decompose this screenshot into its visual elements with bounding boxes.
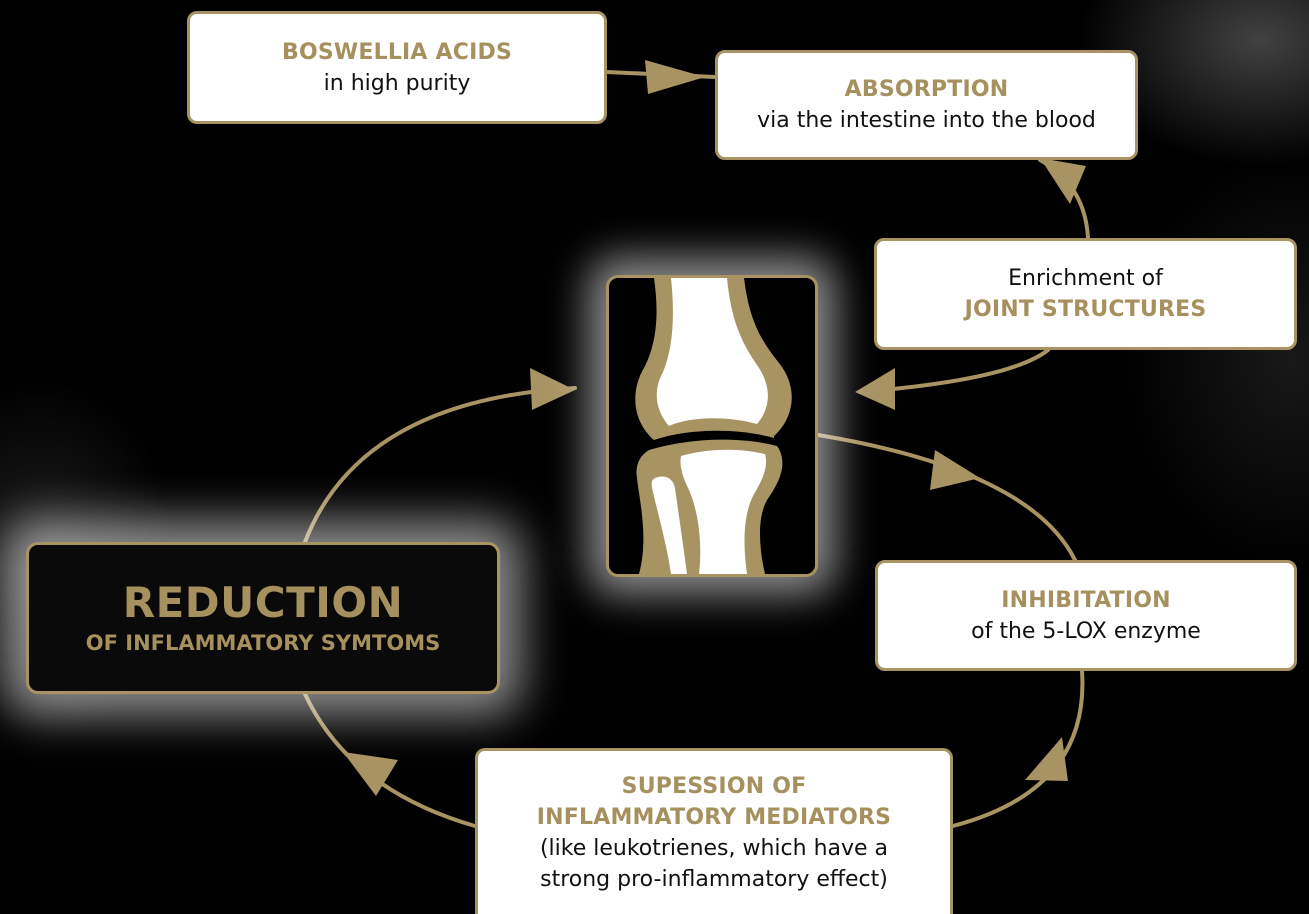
arrowhead-5 (1025, 737, 1068, 781)
connector-knee-inhibition (818, 435, 1075, 560)
reduction-subtitle: OF INFLAMMATORY SYMTOMS (86, 628, 440, 658)
step-subtitle: via the intestine into the blood (757, 105, 1096, 136)
arrowhead-3 (855, 368, 895, 410)
step-subtitle: Enrichment of (1008, 263, 1163, 294)
arrowhead-7 (530, 368, 575, 410)
step-title: BOSWELLIA ACIDS (282, 37, 512, 68)
step-subtitle-line-1: (like leukotrienes, which have a (540, 833, 888, 864)
step-title-line-1: SUPESSION OF (622, 771, 807, 802)
arrowhead-1 (645, 60, 705, 94)
step-inhibition: INHIBITATION of the 5-LOX enzyme (875, 560, 1297, 671)
step-title: INHIBITATION (1001, 585, 1170, 616)
knee-joint-graphic (609, 278, 815, 574)
step-absorption: ABSORPTION via the intestine into the bl… (715, 50, 1138, 160)
step-reduction: REDUCTION OF INFLAMMATORY SYMTOMS (26, 542, 500, 694)
step-title: JOINT STRUCTURES (965, 294, 1207, 325)
step-subtitle: in high purity (324, 68, 471, 99)
step-boswellia-acids: BOSWELLIA ACIDS in high purity (187, 11, 607, 124)
step-subtitle: of the 5-LOX enzyme (971, 616, 1201, 647)
step-supression: SUPESSION OF INFLAMMATORY MEDIATORS (lik… (475, 748, 953, 914)
step-subtitle-line-2: strong pro-inflammatory effect) (540, 864, 888, 895)
connector-reduction-knee (305, 388, 575, 542)
arrowhead-4 (930, 450, 980, 490)
step-title: ABSORPTION (845, 74, 1009, 105)
step-title-line-2: INFLAMMATORY MEDIATORS (537, 802, 891, 833)
reduction-title: REDUCTION (123, 578, 403, 628)
step-enrichment: Enrichment of JOINT STRUCTURES (874, 238, 1297, 350)
knee-joint-icon (606, 275, 818, 577)
